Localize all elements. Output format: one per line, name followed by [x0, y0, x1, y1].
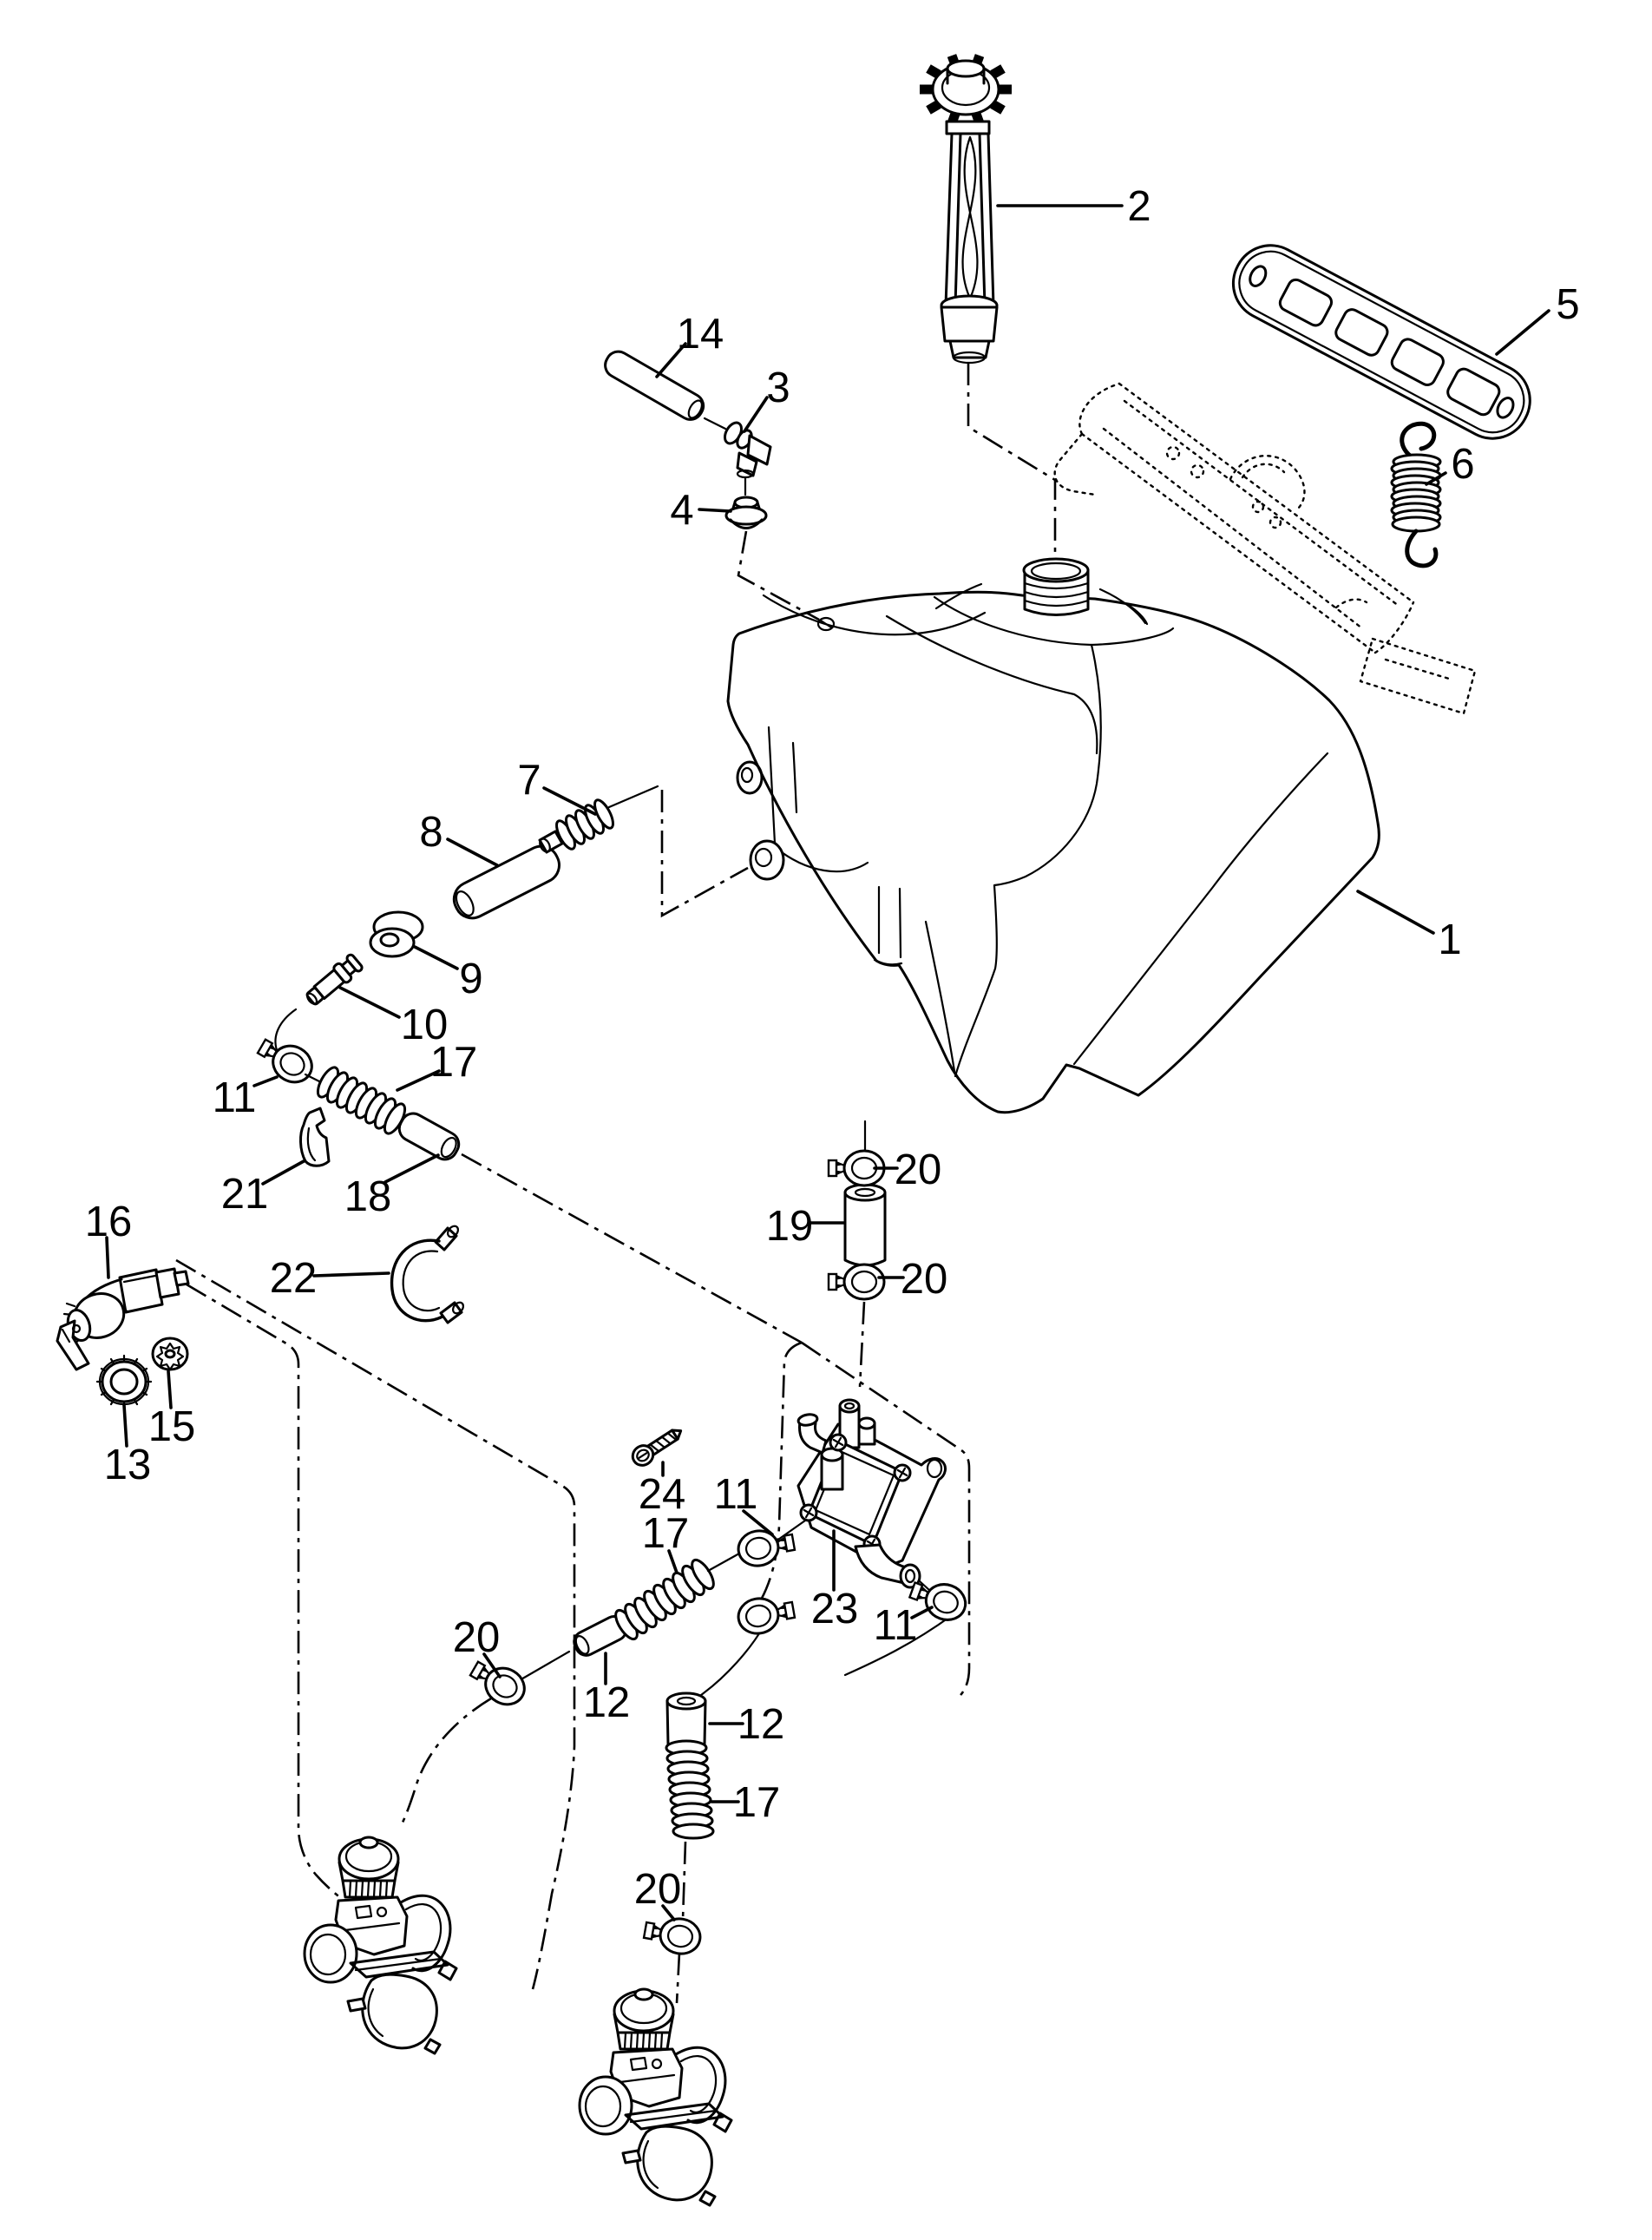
part-11-clamp-drawing — [734, 1591, 798, 1639]
part-3-elbow-fitting-drawing — [724, 421, 772, 496]
routing-phantom-lines — [175, 363, 1057, 2004]
callout-label-17: 17 — [642, 1510, 690, 1557]
callout-leader-20 — [482, 1652, 502, 1678]
callout-label-12: 12 — [738, 1701, 785, 1748]
callout-leader-8 — [446, 838, 499, 867]
part-4-grommet-drawing — [724, 496, 768, 529]
callout-label-20: 20 — [901, 1256, 948, 1303]
part-12-hose-drawing — [573, 1615, 627, 1657]
part-15-star-washer-drawing — [151, 1337, 189, 1371]
part-5-bracket-drawing — [1231, 244, 1531, 440]
callout-label-8: 8 — [419, 809, 442, 856]
part-16-fuel-valve-drawing — [56, 1267, 190, 1371]
callout-label-23: 23 — [811, 1586, 859, 1632]
callout-label-3: 3 — [766, 365, 790, 411]
part-18-hose-drawing — [397, 1112, 461, 1161]
callout-leader-11 — [910, 1606, 934, 1619]
part-2-fuel-gauge-drawing — [920, 54, 1012, 365]
part-10-fitting-drawing — [274, 953, 364, 1052]
callout-leader-17 — [396, 1069, 441, 1092]
fuel-line — [512, 1650, 571, 1685]
callout-leader-3 — [743, 396, 769, 433]
part-20-clamp-drawing — [463, 1652, 533, 1713]
callout-label-18: 18 — [344, 1173, 392, 1220]
callout-leader-9 — [413, 945, 459, 970]
callout-leader-4 — [698, 508, 732, 513]
fuel-line — [843, 1614, 953, 1677]
callout-label-17: 17 — [733, 1779, 781, 1826]
callout-label-21: 21 — [221, 1171, 269, 1218]
part-14-hose-drawing — [604, 350, 727, 430]
callout-leader-15 — [167, 1370, 173, 1409]
callout-label-11: 11 — [213, 1074, 257, 1121]
part-20-clamp-drawing — [827, 1263, 886, 1301]
frame-reference-phantom — [1053, 382, 1477, 715]
part-12-hose-drawing — [665, 1691, 707, 1746]
callout-label-15: 15 — [148, 1403, 196, 1450]
callout-leader-22 — [312, 1271, 390, 1278]
callout-leader-17 — [667, 1549, 678, 1574]
callout-leader-11 — [742, 1509, 774, 1536]
callout-label-6: 6 — [1451, 441, 1474, 488]
part-7-spring-filter-drawing — [538, 785, 659, 854]
part-24-screw-drawing — [631, 1429, 683, 1467]
part-6-spring-drawing — [1390, 421, 1442, 568]
callout-label-11: 11 — [714, 1471, 758, 1518]
carburetor-right-drawing — [578, 1987, 733, 2207]
callout-label-24: 24 — [639, 1471, 686, 1518]
filler-neck — [1022, 557, 1090, 616]
callout-label-10: 10 — [401, 1002, 449, 1048]
callout-label-7: 7 — [517, 757, 541, 804]
callout-leader-5 — [1495, 309, 1550, 356]
callout-leader-16 — [105, 1236, 110, 1279]
callout-leader-11 — [252, 1075, 279, 1087]
callout-leader-6 — [1425, 471, 1447, 486]
part-9-grommet-drawing — [369, 910, 424, 958]
callout-label-22: 22 — [270, 1255, 318, 1302]
callout-label-11: 11 — [874, 1602, 918, 1649]
callout-label-4: 4 — [670, 487, 693, 534]
part-19-hose-drawing — [843, 1120, 887, 1271]
part-13-ring-drawing — [95, 1354, 153, 1409]
callout-label-5: 5 — [1556, 281, 1579, 328]
callout-leader-18 — [384, 1153, 440, 1184]
callout-leader-21 — [261, 1159, 305, 1186]
callout-label-16: 16 — [85, 1199, 133, 1245]
callout-label-20: 20 — [895, 1146, 942, 1193]
callout-label-20: 20 — [453, 1614, 501, 1661]
callout-label-20: 20 — [634, 1866, 682, 1913]
carburetor-left-drawing — [303, 1836, 458, 2055]
callout-label-14: 14 — [677, 311, 724, 358]
callout-label-1: 1 — [1438, 916, 1461, 963]
callout-label-12: 12 — [583, 1679, 631, 1726]
part-21-clip-drawing — [299, 1107, 331, 1167]
part-11-clamp-drawing — [251, 1029, 320, 1091]
part-11-clamp-drawing — [734, 1523, 798, 1571]
callout-label-2: 2 — [1127, 183, 1150, 230]
part-17-ribbed-hose-drawing — [665, 1739, 715, 1840]
callout-leader-13 — [122, 1403, 128, 1448]
part-1-fuel-tank-drawing — [726, 557, 1380, 1114]
callout-label-9: 9 — [459, 956, 482, 1002]
part-22-clip-drawing — [390, 1225, 465, 1324]
part-23-fuel-pump-drawing — [796, 1398, 947, 1593]
callout-label-17: 17 — [430, 1039, 478, 1086]
callout-leader-20 — [661, 1904, 676, 1921]
callout-leader-10 — [338, 986, 401, 1019]
callout-leader-7 — [542, 786, 597, 816]
part-17-ribbed-hose-drawing — [614, 1519, 807, 1641]
callout-label-13: 13 — [104, 1442, 152, 1488]
callout-label-19: 19 — [766, 1203, 814, 1250]
part-17-ribbed-hose-drawing — [304, 1066, 407, 1135]
callout-leader-1 — [1356, 890, 1435, 935]
callout-leader-14 — [655, 342, 687, 378]
